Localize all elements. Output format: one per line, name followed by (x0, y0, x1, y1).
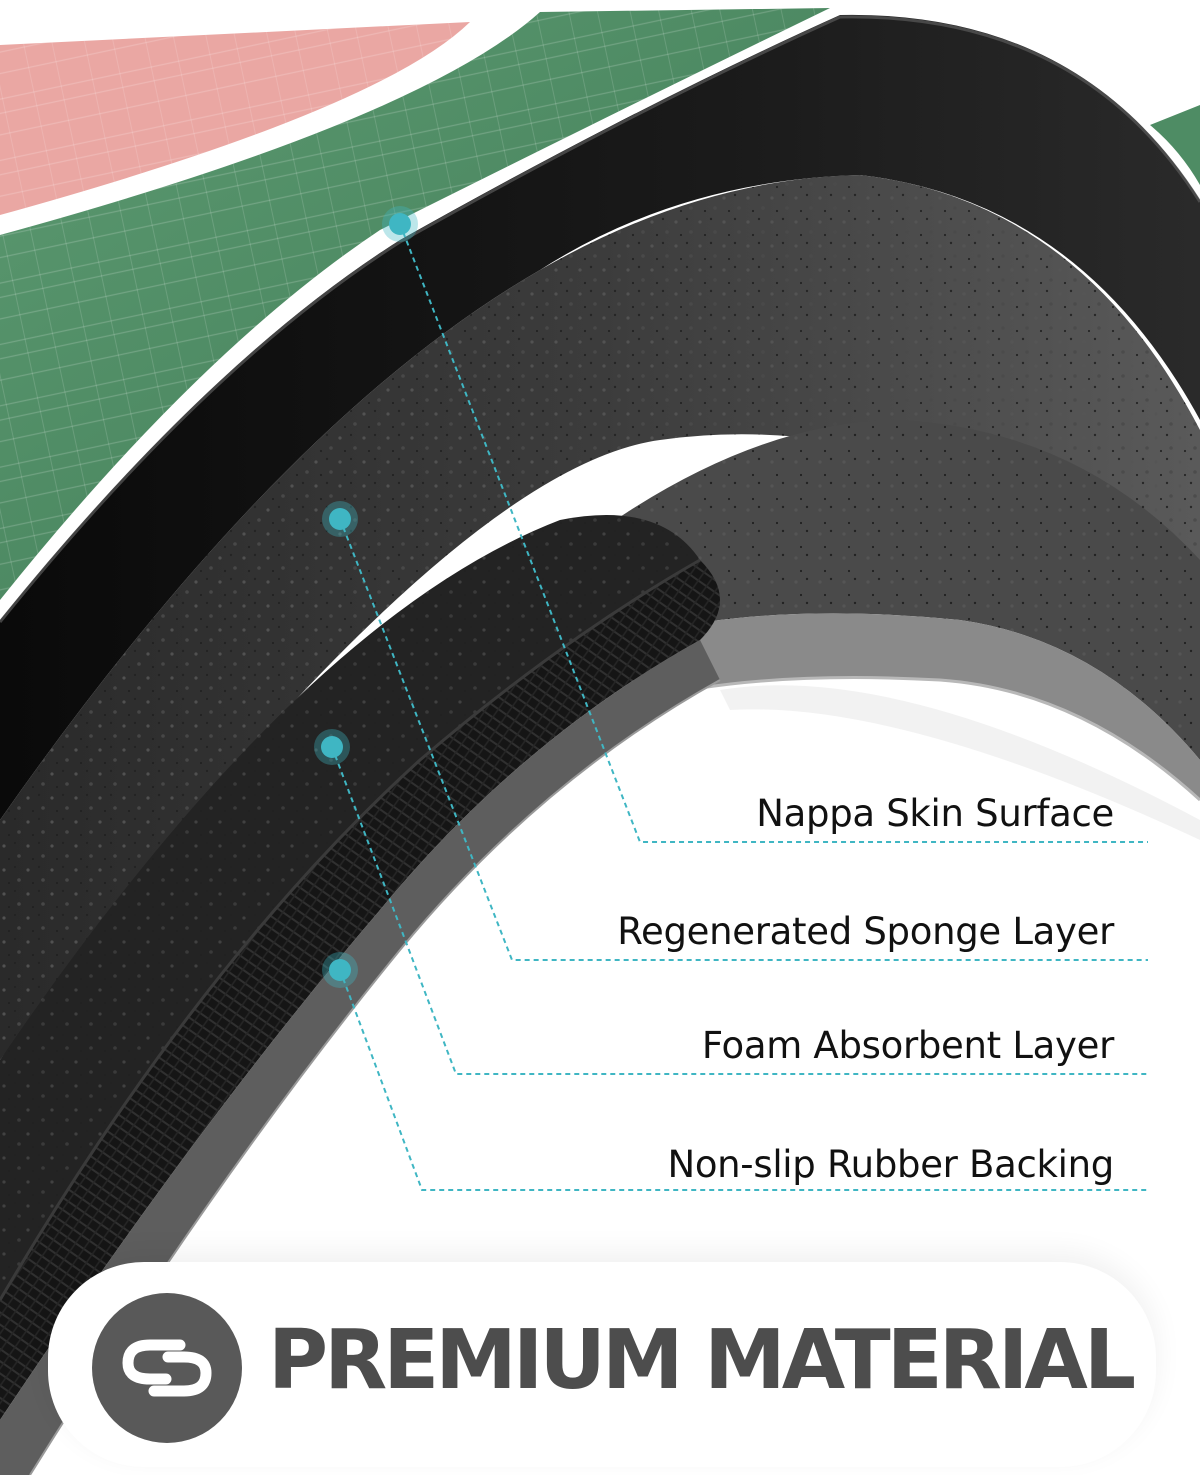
layer-label-non-slip-rubber-backing: Non-slip Rubber Backing (667, 1143, 1114, 1186)
interlocking-loops-logo-icon (92, 1293, 242, 1443)
dot-marker-icon (314, 206, 418, 988)
layer-label-regenerated-sponge-layer: Regenerated Sponge Layer (617, 910, 1114, 953)
layer-label-nappa-skin-surface: Nappa Skin Surface (756, 792, 1114, 835)
layer-label-foam-absorbent-layer: Foam Absorbent Layer (701, 1024, 1114, 1067)
headline-premium-material: PREMIUM MATERIAL (268, 1313, 1136, 1408)
callout-leaders (331, 223, 1148, 1191)
